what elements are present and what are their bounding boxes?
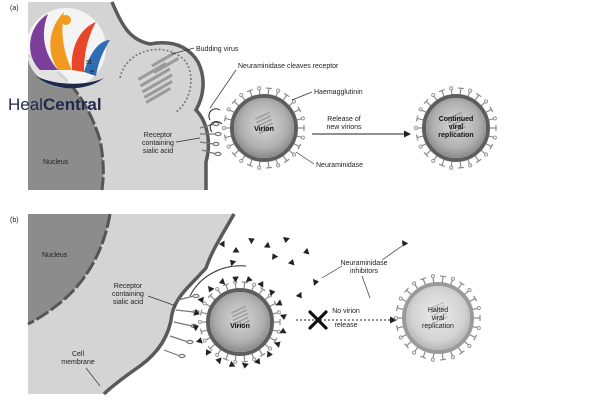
haemagglutinin-label: Haemagglutinin	[314, 89, 363, 96]
logo-fragment-2: e	[90, 69, 94, 76]
virion-continued	[413, 86, 497, 170]
cell-membrane-label-1: Cell	[72, 351, 85, 358]
nucleus-a	[28, 55, 104, 190]
panel-b: Nucleus Receptor containing sialic acid …	[27, 213, 481, 396]
virion-halted	[393, 274, 481, 362]
neuraminidase-label: Neuraminidase	[316, 162, 363, 169]
panel-label-b: (b)	[10, 217, 19, 224]
neuraminidase-cleaves-label: Neuraminidase cleaves receptor	[238, 63, 339, 70]
continued-label-2: viral	[449, 124, 463, 131]
neuraminidase-inhibitors	[192, 236, 409, 369]
nucleus-b	[28, 214, 110, 324]
no-release-label-2: release	[335, 322, 358, 329]
halted-label-1: Halted	[428, 307, 448, 314]
logo-text-heal: Heal	[8, 95, 43, 114]
release-label-1: Release of	[327, 116, 361, 123]
virion-label-a: Virion	[254, 126, 274, 133]
panel-label-a: (a)	[10, 5, 19, 12]
halted-label-3: replication	[422, 323, 454, 330]
budding-virus	[119, 48, 192, 113]
receptor-label-b-2: containing	[112, 291, 144, 298]
receptor-label-a-3: sialic acid	[143, 148, 173, 155]
nucleus-label-b: Nucleus	[42, 252, 68, 259]
cell-membrane-b	[102, 213, 236, 396]
cell-membrane-label-2: membrane	[61, 359, 95, 366]
receptor-label-a-1: Receptor	[144, 132, 173, 139]
attachment-arc	[189, 265, 247, 297]
nucleus-label-a: Nucleus	[43, 159, 69, 166]
receptor-label-b-3: sialic acid	[113, 299, 143, 306]
halted-label-2: viral	[432, 315, 445, 322]
nuclear-envelope-b	[27, 213, 112, 326]
virion-b	[197, 280, 281, 364]
budding-virus-label: Budding virus	[196, 46, 239, 53]
virion-label-b: Virion	[230, 323, 250, 330]
receptor-label-b-1: Receptor	[114, 283, 143, 290]
logo-wordmark: HealCentral	[8, 95, 102, 114]
receptors-a	[199, 121, 222, 157]
no-release-label-1: No virion	[332, 308, 360, 315]
receptor-label-a-2: containing	[142, 140, 174, 147]
cleave-arrows	[208, 108, 223, 133]
release-label-2: new virions	[326, 124, 362, 131]
healcentral-logo: st e HealCentral	[8, 8, 110, 114]
virion-a	[221, 86, 305, 170]
inhibitors-label-1: Neuraminidase	[340, 260, 387, 267]
logo-fragment-1: st	[86, 59, 92, 66]
inhibitors-label-2: inhibitors	[350, 268, 379, 275]
continued-label-3: replication	[438, 132, 473, 139]
logo-text-central: Central	[43, 95, 102, 114]
panel-a: Nucleus Budding virus	[27, 1, 497, 191]
block-x-icon	[308, 310, 328, 330]
continued-label-1: Continued	[439, 116, 474, 123]
